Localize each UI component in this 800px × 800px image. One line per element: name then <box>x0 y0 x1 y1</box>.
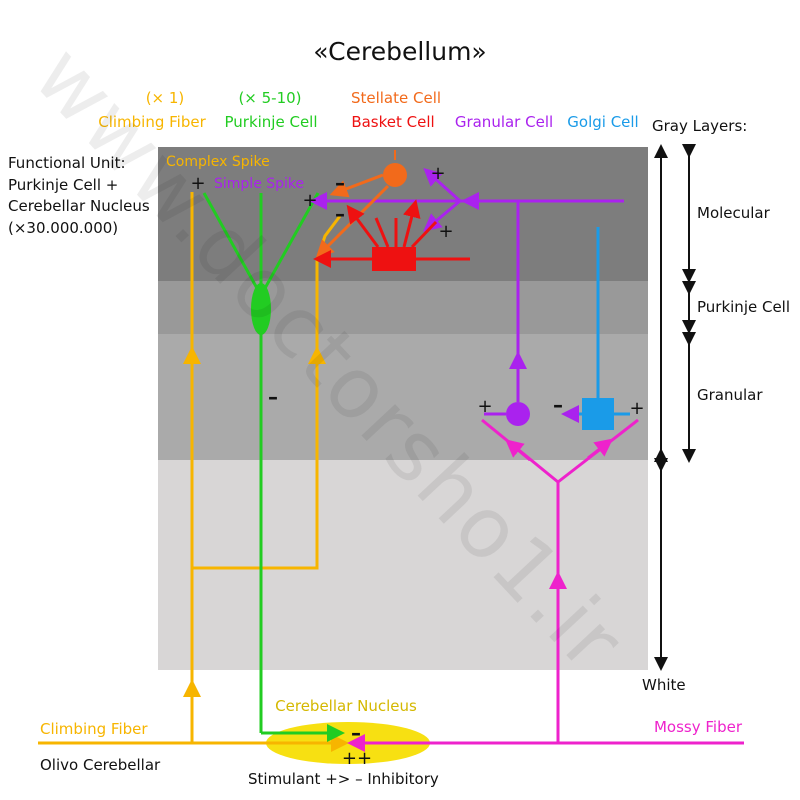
sign-stellate-minus: – <box>335 171 345 195</box>
stimulant-inhibitory-legend: Stimulant +> – Inhibitory <box>248 770 439 788</box>
granular-layer-band <box>158 334 648 460</box>
gray-layers-heading: Gray Layers: <box>652 117 747 135</box>
golgi-cell-body <box>582 398 614 430</box>
sign-granular-plus: + <box>477 396 492 417</box>
mossy-fiber-pathway <box>347 418 744 752</box>
sign-basket-plus: + <box>438 221 453 242</box>
layer-label-granular: Granular <box>697 386 763 404</box>
layer-label-molecular: Molecular <box>697 204 771 222</box>
page-title: «Cerebellum» <box>313 37 486 66</box>
stellate-cell-heading: Stellate Cell <box>351 89 441 107</box>
sign-parallel-purkinje-plus: + <box>302 190 317 211</box>
basket-cell <box>313 199 470 271</box>
complex-spike-label: Complex Spike <box>166 154 270 170</box>
sign-nucleus-plus-plus: ++ <box>342 748 372 769</box>
functional-unit-line-1: Functional Unit: <box>8 154 126 172</box>
sign-stellate-plus: + <box>430 163 445 184</box>
functional-unit-line-4: (×30.000.000) <box>8 219 118 237</box>
functional-unit-line-2: Purkinje Cell + <box>8 176 118 194</box>
granular-cell-body <box>506 402 530 426</box>
layer-label-white: White <box>642 676 686 694</box>
granular-cell-heading: Granular Cell <box>455 113 553 131</box>
sign-golgi-plus: + <box>629 398 644 419</box>
sign-basket-minus: – <box>335 202 345 226</box>
purkinje-cell-count: (× 5-10) <box>238 89 301 107</box>
purkinje-cell-heading: Purkinje Cell <box>224 113 317 131</box>
climbing-fiber-input-label: Climbing Fiber <box>40 720 148 738</box>
climbing-fiber-count: (× 1) <box>146 89 185 107</box>
simple-spike-label: Simple Spike <box>214 176 304 192</box>
olivo-cerebellar-label: Olivo Cerebellar <box>40 756 161 774</box>
sign-golgi-minus: – <box>553 393 563 417</box>
basket-cell-heading: Basket Cell <box>351 113 434 131</box>
purkinje-cell <box>202 192 345 742</box>
purkinje-layer-band <box>158 281 648 334</box>
sign-nucleus-minus: – <box>351 721 361 745</box>
stellate-cell-body <box>383 163 407 187</box>
layer-label-purkinje: Purkinje Cell <box>697 298 790 316</box>
mossy-fiber-label: Mossy Fiber <box>654 718 743 736</box>
white-matter-band <box>158 460 648 670</box>
functional-unit-line-3: Cerebellar Nucleus <box>8 197 150 215</box>
golgi-cell <box>561 227 630 430</box>
sign-climbing-purkinje-plus: + <box>190 173 205 194</box>
climbing-fiber-heading: Climbing Fiber <box>98 113 206 131</box>
basket-cell-body <box>372 247 416 271</box>
cerebellar-nucleus-label: Cerebellar Nucleus <box>275 697 417 715</box>
sign-purkinje-output-minus: – <box>268 385 278 409</box>
golgi-cell-heading: Golgi Cell <box>567 113 638 131</box>
purkinje-cell-body <box>251 283 271 335</box>
